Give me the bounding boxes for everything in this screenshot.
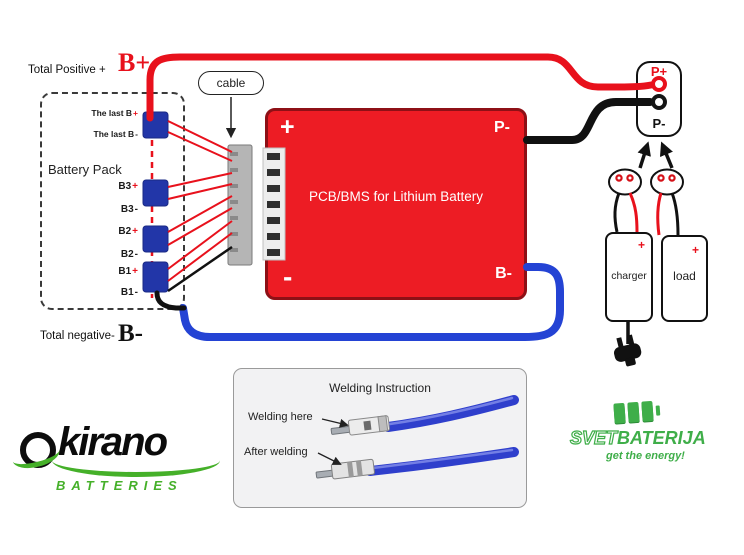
- terminal-name: B3: [120, 204, 134, 215]
- terminal-sign: +: [132, 266, 138, 277]
- terminal-label-b2-plus: B2+: [46, 226, 138, 237]
- battery-bar: [627, 401, 640, 423]
- charger-box: + charger: [605, 232, 653, 322]
- p-minus-wire: [523, 98, 654, 144]
- okirano-o-icon: [20, 432, 56, 468]
- terminal-name: The last B: [93, 129, 135, 139]
- charger-plus-mark: +: [637, 238, 645, 252]
- terminal-sign: -: [135, 129, 138, 139]
- load-plus-mark: +: [691, 243, 699, 257]
- charger-red-lead: [628, 192, 639, 233]
- load-red-lead: [656, 192, 663, 236]
- terminal-label-b1-plus: B1+: [46, 266, 138, 277]
- output-p-minus-label: P-: [652, 116, 666, 131]
- terminal-sign: -: [134, 287, 138, 298]
- terminal-sign: -: [134, 249, 138, 260]
- terminal-name: B1: [120, 287, 134, 298]
- terminal-name: The last B: [91, 108, 133, 118]
- b-plus-terminal-label: B+: [118, 48, 151, 77]
- pcb-plus-terminal: +: [280, 113, 295, 141]
- terminal-label-b3-minus: B3-: [46, 204, 138, 215]
- svetbaterija-wordmark: SVETBATERIJA: [569, 427, 706, 449]
- terminal-label-b2-minus: B2-: [46, 249, 138, 260]
- load-black-lead: [670, 192, 680, 236]
- terminal-sign: +: [132, 226, 138, 237]
- terminal-name: B1: [118, 266, 132, 277]
- terminal-label-b1-minus: B1-: [46, 287, 138, 298]
- battery-icon: [613, 400, 661, 424]
- total-positive-label: Total Positive +: [28, 64, 106, 76]
- cable-label: cable: [216, 76, 246, 90]
- svet-part: SVET: [569, 427, 618, 448]
- okirano-underline-swoosh: [52, 444, 220, 477]
- mains-plug-icon: [613, 334, 642, 367]
- pcb-minus-terminal: -: [283, 261, 293, 292]
- output-p-plus-label: P+: [650, 64, 668, 79]
- terminal-sign: -: [134, 204, 138, 215]
- pcb-p-minus-terminal: P-: [494, 119, 510, 136]
- battery-pack-box: Battery Pack The last B+ The last B- B3+…: [40, 92, 185, 310]
- battery-bar: [641, 400, 654, 422]
- terminal-label-last-b-plus: The last B+: [46, 108, 138, 118]
- baterija-part: BATERIJA: [617, 428, 706, 448]
- load-plug-arrow: [659, 141, 674, 169]
- battery-bar: [613, 402, 626, 424]
- svetbaterija-logo: SVETBATERIJA get the energy!: [568, 400, 718, 472]
- load-plug-oval: [650, 168, 684, 196]
- okirano-subtitle: BATTERIES: [56, 478, 183, 493]
- charger-label: charger: [611, 270, 647, 282]
- total-negative-label: Total negative-: [40, 330, 115, 342]
- load-label: load: [673, 269, 696, 283]
- cable-connector: [227, 144, 253, 266]
- pcb-bms-board: + P- PCB/BMS for Lithium Battery - B-: [265, 108, 527, 300]
- terminal-label-last-b-minus: The last B-: [46, 129, 138, 139]
- b-minus-terminal-label: B-: [118, 320, 143, 347]
- battery-nub: [655, 405, 661, 416]
- charger-plug-arrow: [637, 141, 651, 169]
- charger-plug-oval: [608, 168, 642, 196]
- welding-title: Welding Instruction: [329, 381, 431, 395]
- welding-here-label: Welding here: [248, 411, 313, 423]
- cable-callout: cable: [198, 71, 264, 95]
- terminal-label-b3-plus: B3+: [46, 181, 138, 192]
- welding-instruction-panel: Welding Instruction Welding here After w…: [233, 368, 527, 508]
- terminal-name: B3: [118, 181, 132, 192]
- pcb-title: PCB/BMS for Lithium Battery: [308, 189, 484, 204]
- terminal-sign: +: [133, 108, 138, 118]
- charger-black-lead: [613, 192, 621, 233]
- pcb-b-minus-terminal: B-: [495, 265, 512, 282]
- load-box: + load: [661, 235, 708, 322]
- terminal-name: B2: [118, 226, 132, 237]
- okirano-logo: kirano BATTERIES: [9, 420, 230, 500]
- battery-pack-title: Battery Pack: [48, 162, 122, 177]
- after-welding-label: After welding: [244, 446, 308, 458]
- svetbaterija-slogan: get the energy!: [606, 450, 685, 462]
- terminal-name: B2: [120, 249, 134, 260]
- cable-connector-ridges: [230, 152, 238, 252]
- terminal-sign: +: [132, 181, 138, 192]
- output-connector-box: P+ P-: [636, 61, 682, 137]
